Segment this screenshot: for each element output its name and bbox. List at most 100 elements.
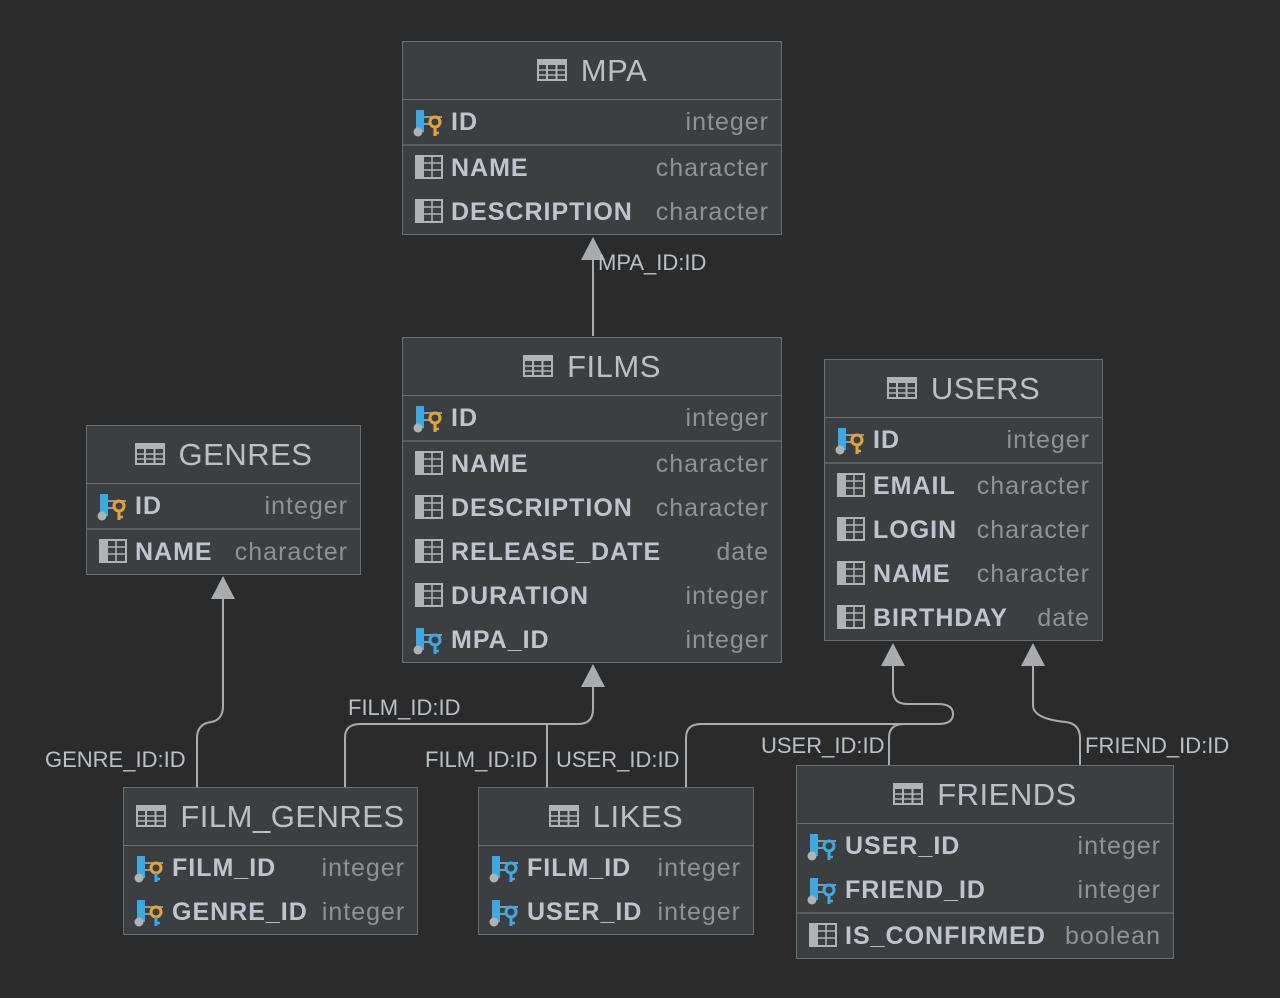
column-icon [411,153,445,183]
edge-label-likes-users: USER_ID:ID [556,747,680,772]
column-name: DESCRIPTION [451,493,633,522]
table-icon [523,349,554,385]
column-type: character [234,537,348,566]
column-row[interactable]: LOGIN character [825,508,1102,552]
column-type: character [976,515,1090,544]
table-icon [548,799,579,835]
arrowhead-films [581,664,605,687]
table-title: USERS [930,370,1041,406]
edge-label-friends-users-user: USER_ID:ID [761,733,885,758]
column-icon [833,515,867,545]
edge-likes-users [685,664,955,787]
column-type: character [655,449,769,478]
column-type: integer [657,897,741,926]
column-row[interactable]: USER_ID integer [479,890,753,934]
column-name: ID [451,107,478,136]
column-type: integer [321,853,405,882]
column-row[interactable]: IS_CONFIRMED boolean [797,914,1173,958]
column-name: GENRE_ID [172,897,308,926]
column-type: character [976,559,1090,588]
column-name: ID [451,403,478,432]
column-name: NAME [451,153,529,182]
table-title: FILM_GENRES [180,798,405,834]
edge-label-films-mpa: MPA_ID:ID [598,250,707,275]
column-row[interactable]: NAME character [403,146,781,190]
edge-label-friends-users-friend: FRIEND_ID:ID [1085,733,1230,758]
table-header: FILM_GENRES [124,788,417,846]
column-icon [411,197,445,227]
column-row[interactable]: FRIEND_ID integer [797,868,1173,914]
column-type: character [655,153,769,182]
column-type: date [1037,603,1090,632]
foreign-key-icon [487,897,521,927]
column-name: EMAIL [873,471,956,500]
column-icon [833,559,867,589]
table-title: FILMS [567,348,661,384]
primary-key-icon [833,425,867,455]
column-type: character [655,197,769,226]
arrowhead-users-user [881,643,905,666]
arrowhead-genres [211,576,235,599]
column-name: LOGIN [873,515,958,544]
column-name: ID [135,491,162,520]
foreign-key-icon [411,625,445,655]
edge-film-genres-genres [196,598,224,787]
arrowhead-mpa [581,237,605,260]
column-row[interactable]: ID integer [87,484,360,530]
column-name: USER_ID [527,897,643,926]
column-row[interactable]: DESCRIPTION character [403,190,781,234]
column-name: BIRTHDAY [873,603,1008,632]
column-type: character [655,493,769,522]
column-icon [805,921,839,951]
column-icon [411,537,445,567]
column-type: integer [1077,875,1161,904]
arrowhead-users-friend [1021,643,1045,666]
column-name: FILM_ID [172,853,277,882]
column-name: DURATION [451,581,590,610]
column-type: boolean [1065,921,1161,950]
column-name: MPA_ID [451,625,550,654]
column-name: NAME [873,559,951,588]
column-type: integer [264,491,348,520]
edge-film-genres-films [344,686,594,787]
primary-key-icon [411,107,445,137]
column-name: DESCRIPTION [451,197,633,226]
column-type: integer [1077,831,1161,860]
column-row[interactable]: BIRTHDAY date [825,596,1102,640]
column-name: FRIEND_ID [845,875,986,904]
table-title: LIKES [592,798,684,834]
column-row[interactable]: FILM_ID integer [124,846,417,890]
column-icon [833,471,867,501]
table-header: MPA [403,42,781,100]
table-header: USERS [825,360,1102,418]
table-icon [893,777,924,813]
table-title: GENRES [178,436,313,472]
column-row[interactable]: NAME character [825,552,1102,596]
column-icon [411,449,445,479]
column-row[interactable]: DESCRIPTION character [403,486,781,530]
column-name: IS_CONFIRMED [845,921,1046,950]
edge-label-film-genres-genres: GENRE_ID:ID [45,747,186,772]
foreign-key-icon [805,875,839,905]
primary-foreign-key-icon [132,853,166,883]
edge-friends-users-friend [1032,664,1081,766]
